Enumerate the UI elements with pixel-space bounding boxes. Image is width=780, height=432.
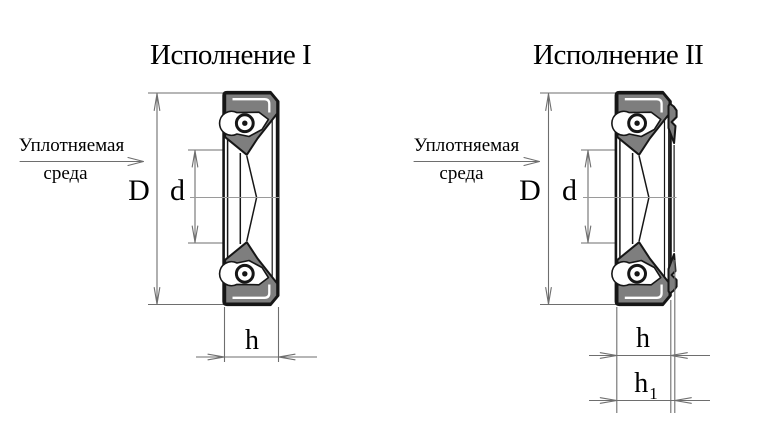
arrow-up-icon	[191, 150, 199, 168]
seal-cross-section-version-1	[220, 92, 279, 305]
figure1-medium-label-line1: Уплотняемая	[18, 135, 125, 156]
outer-diameter-dimension	[148, 92, 226, 306]
figure2-linework	[413, 92, 710, 413]
arrow-down-icon	[191, 225, 199, 243]
outer-diameter-dimension	[540, 92, 619, 306]
arrow-left-icon	[674, 397, 692, 404]
figure2-total-width-label: h1	[629, 368, 663, 403]
arrow-head-icon	[523, 156, 540, 167]
width-dimension	[196, 307, 317, 362]
seal-cross-section-version-2	[612, 92, 678, 305]
arrow-up-icon	[584, 150, 592, 168]
figure1-linework	[19, 92, 317, 362]
arrow-left-icon	[670, 352, 688, 359]
width-dimension	[589, 300, 710, 413]
arrow-head-icon	[127, 156, 144, 167]
figure2-outer-diameter-label: D	[519, 174, 541, 207]
figure2-title: Исполнение II	[533, 39, 704, 71]
total-width-subscript: 1	[649, 384, 658, 403]
arrow-left-icon	[278, 353, 296, 361]
arrow-right-icon	[599, 397, 617, 404]
figure2-inner-diameter-label: d	[562, 174, 577, 207]
figure1-inner-diameter-label: d	[170, 174, 185, 207]
figure1-outer-diameter-label: D	[128, 174, 150, 207]
arrow-down-icon	[153, 286, 161, 305]
arrow-down-icon	[545, 286, 552, 305]
figure2-medium-label-line1: Уплотняемая	[413, 135, 520, 156]
total-width-base: h	[634, 368, 649, 399]
arrow-right-icon	[207, 353, 225, 361]
medium-flow-arrow	[413, 156, 541, 167]
arrow-down-icon	[584, 225, 592, 243]
medium-flow-arrow	[19, 156, 145, 167]
figure2-medium-label-line2: среда	[439, 163, 484, 184]
figure2-width-label: h	[636, 323, 650, 354]
arrow-up-icon	[153, 93, 161, 112]
arrow-right-icon	[599, 352, 617, 359]
figure1-title: Исполнение I	[150, 39, 312, 71]
total-width-dimension	[589, 260, 710, 413]
arrow-up-icon	[545, 93, 552, 112]
figure1-width-label: h	[245, 325, 259, 356]
figure1-medium-label-line2: среда	[43, 163, 88, 184]
